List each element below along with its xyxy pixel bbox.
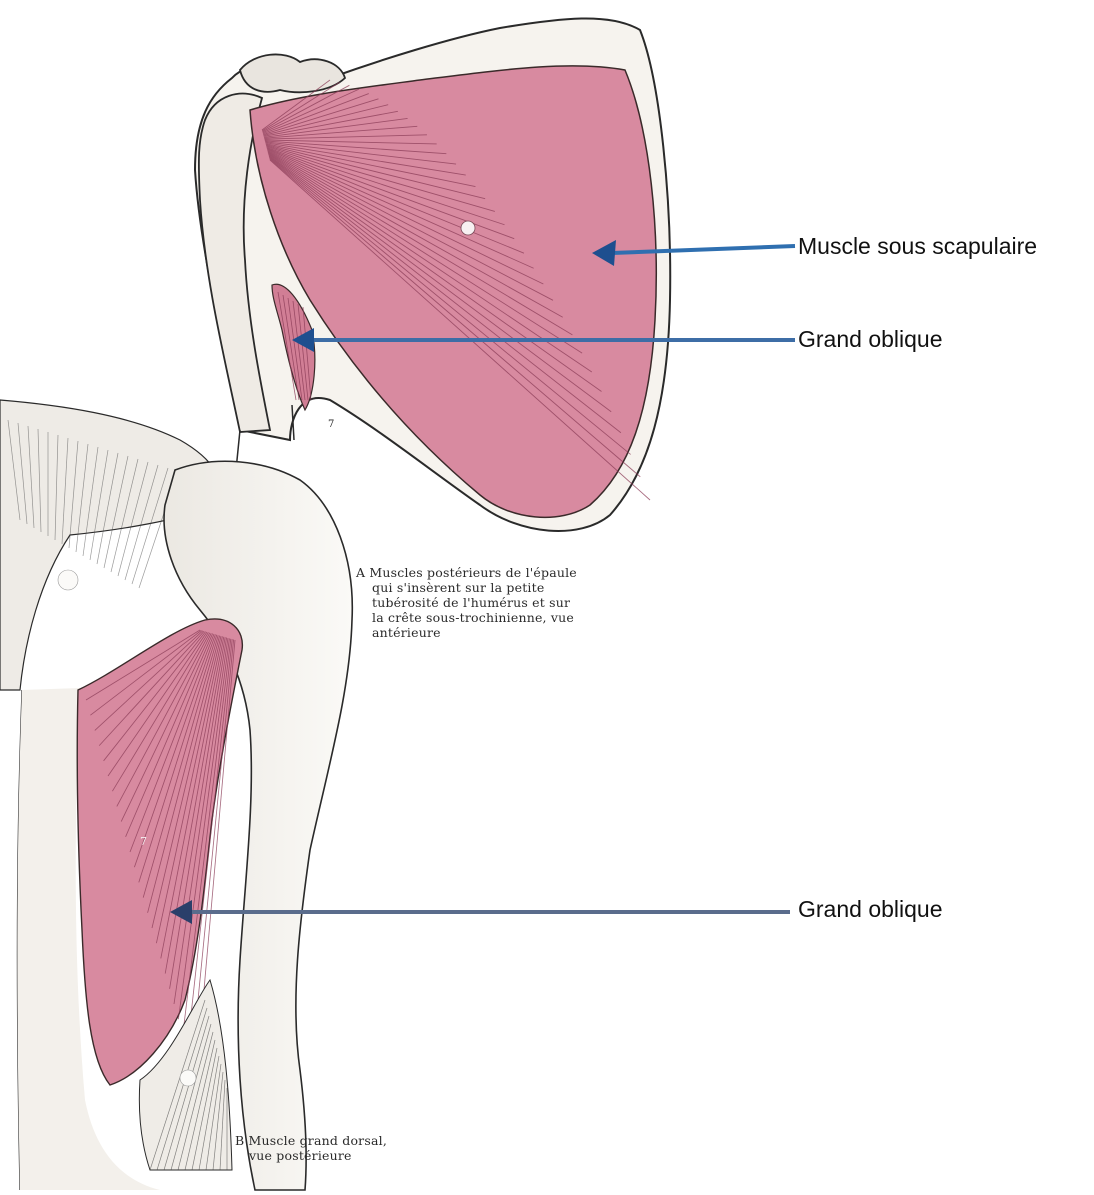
caption-figure-a: A Muscles postérieurs de l'épaule qui s'… [356, 565, 676, 640]
label-oblique-top: Grand oblique [798, 326, 943, 353]
caption-a-line-5: antérieure [356, 625, 676, 640]
coracoid-process [240, 54, 345, 92]
subscapularis-muscle [250, 66, 656, 517]
number-7-bottom: 7 [140, 835, 147, 848]
marker-dot-a [461, 221, 475, 235]
caption-b-line-1: B Muscle grand dorsal, [235, 1133, 435, 1148]
label-subscapularis: Muscle sous scapulaire [798, 233, 1037, 260]
marker-dot-back [58, 570, 78, 590]
number-7-top: 7 [328, 419, 334, 430]
caption-a-line-4: la crête sous-trochinienne, vue [356, 610, 676, 625]
caption-a-line-2: qui s'insèrent sur la petite [356, 580, 676, 595]
caption-a-line-1: A Muscles postérieurs de l'épaule [356, 565, 676, 580]
back-figure-b: 7 [0, 400, 352, 1190]
label-oblique-bottom: Grand oblique [798, 896, 943, 923]
scapula-figure-a: 7 [195, 18, 670, 531]
caption-figure-b: B Muscle grand dorsal, vue postérieure [235, 1133, 435, 1163]
caption-b-line-2: vue postérieure [235, 1148, 435, 1163]
caption-a-line-3: tubérosité de l'humérus et sur [356, 595, 676, 610]
marker-dot-lower [180, 1070, 196, 1086]
